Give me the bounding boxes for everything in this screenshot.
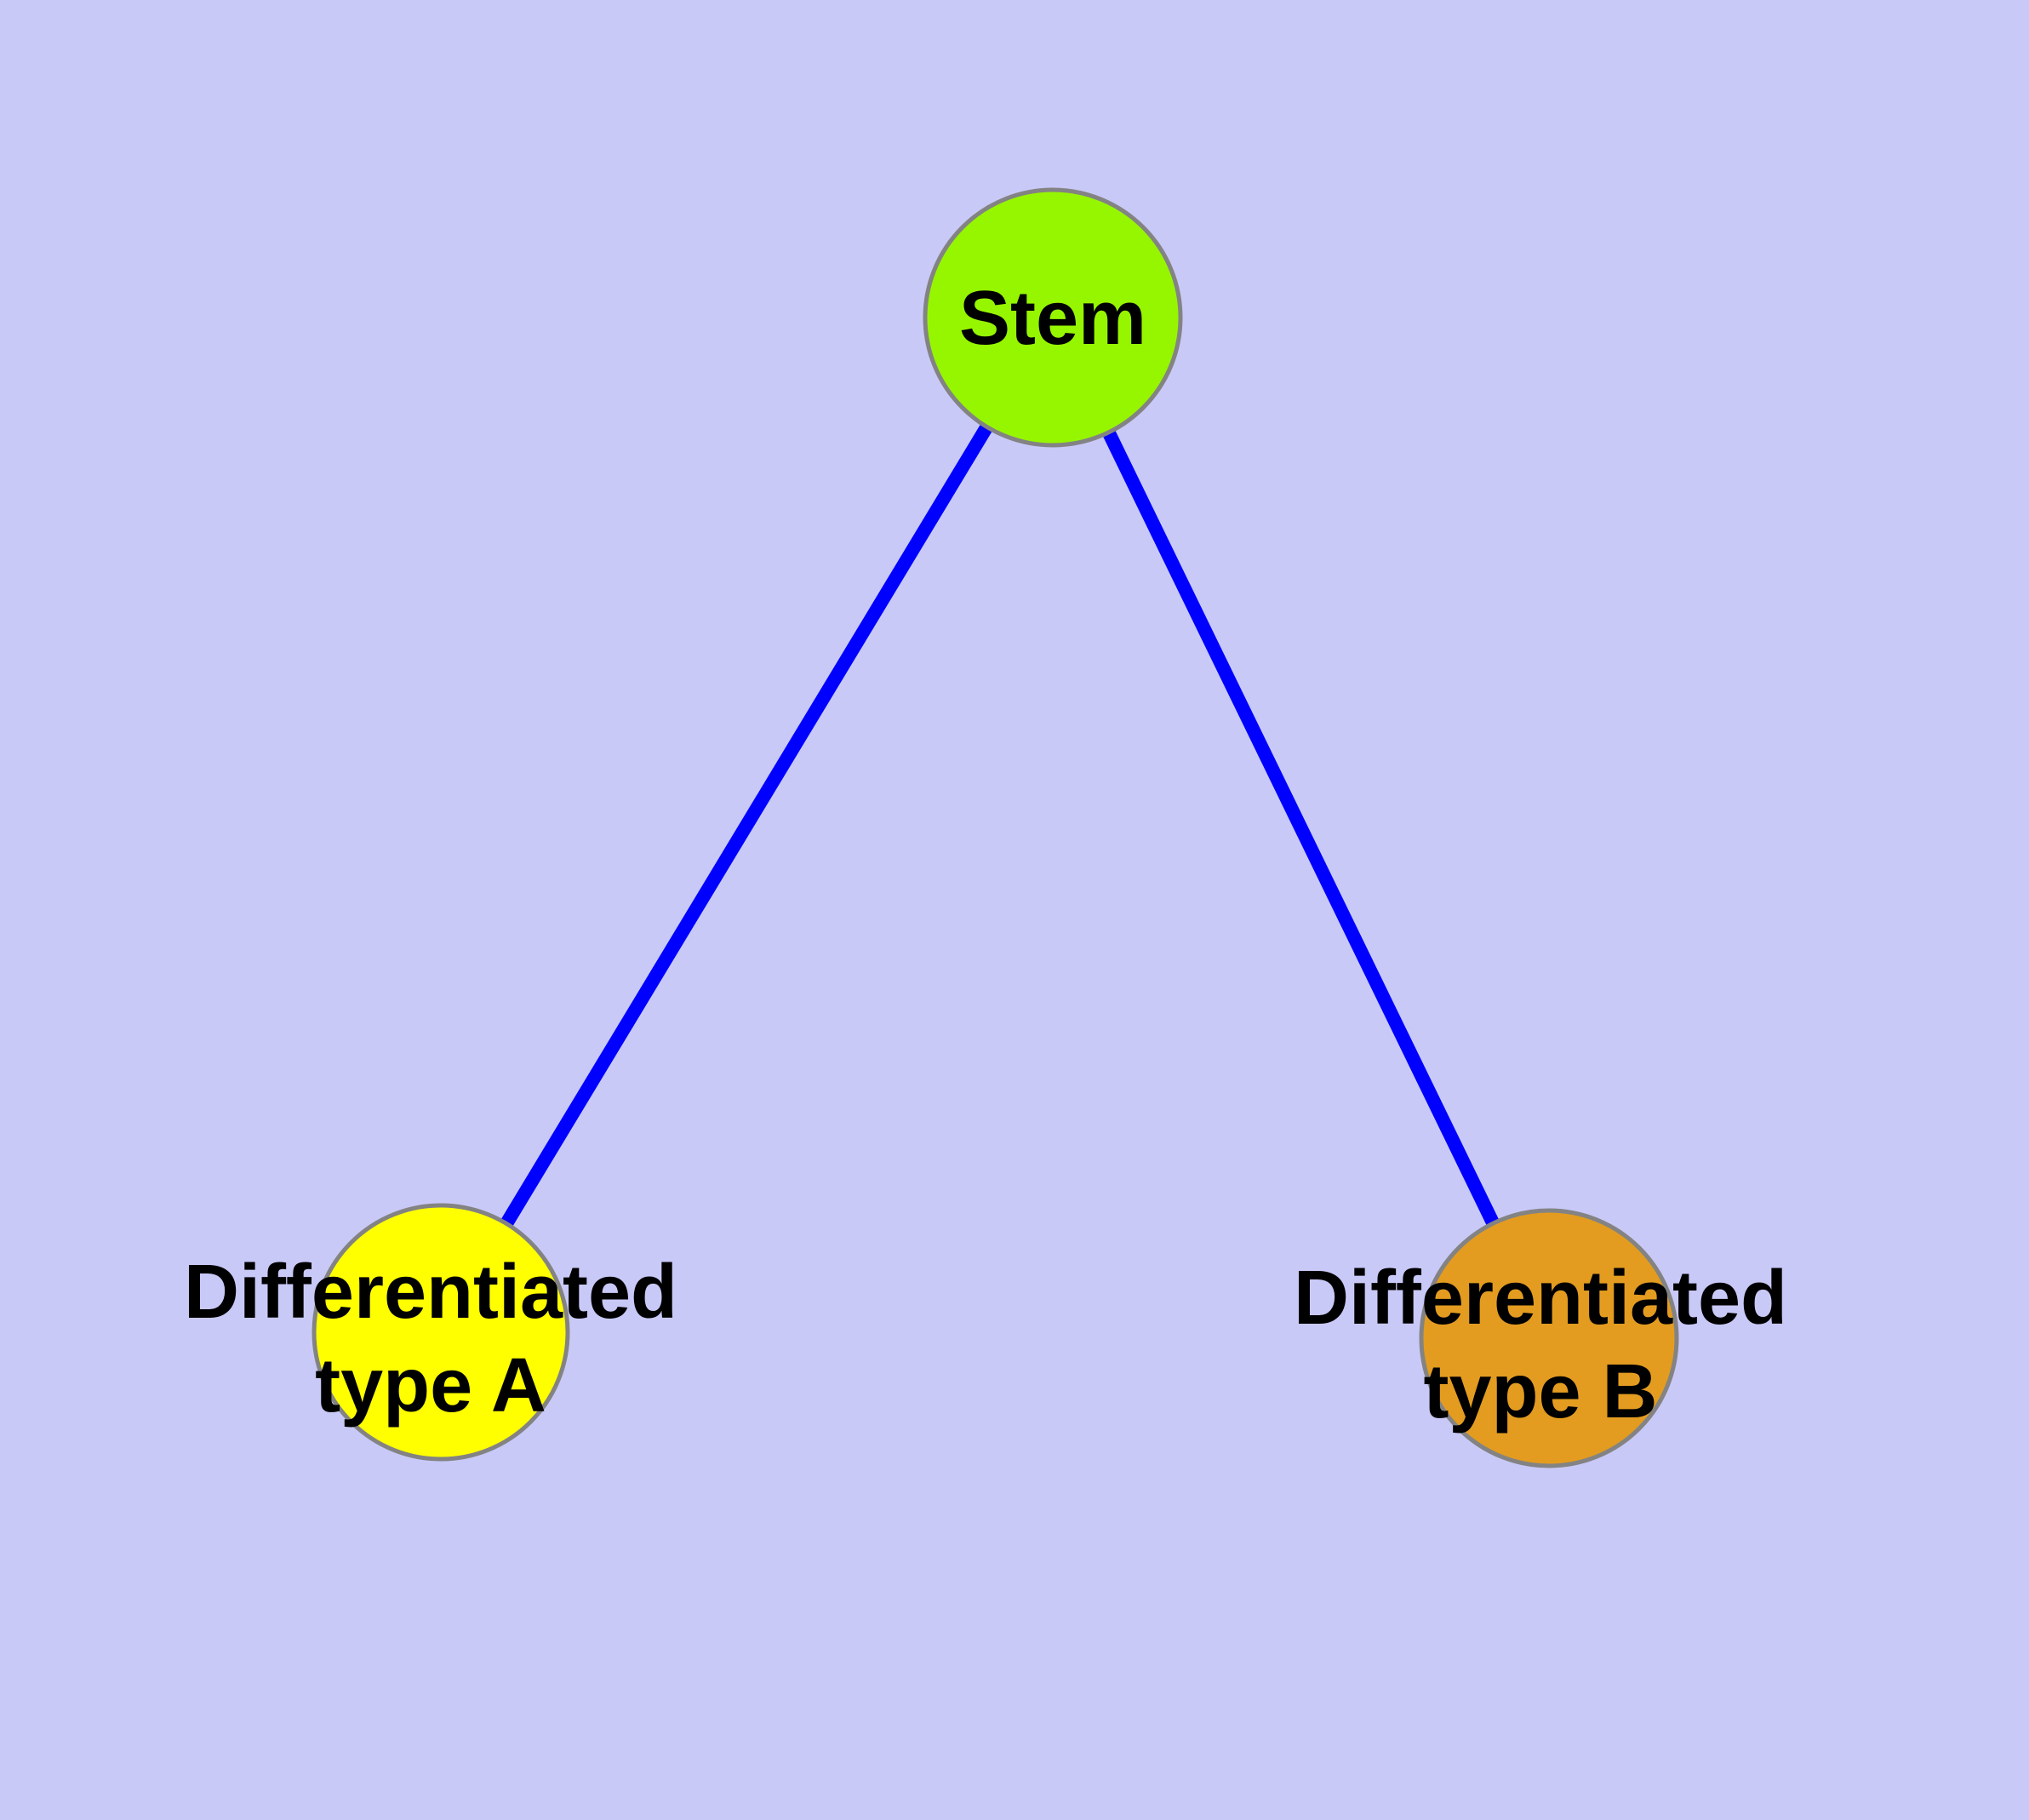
edge-stem-to-type-a [435,313,1059,1336]
node-type-a [311,1203,570,1462]
edge-stem-to-type-b [1046,314,1556,1342]
node-type-b [1419,1208,1679,1468]
node-stem [923,187,1183,448]
